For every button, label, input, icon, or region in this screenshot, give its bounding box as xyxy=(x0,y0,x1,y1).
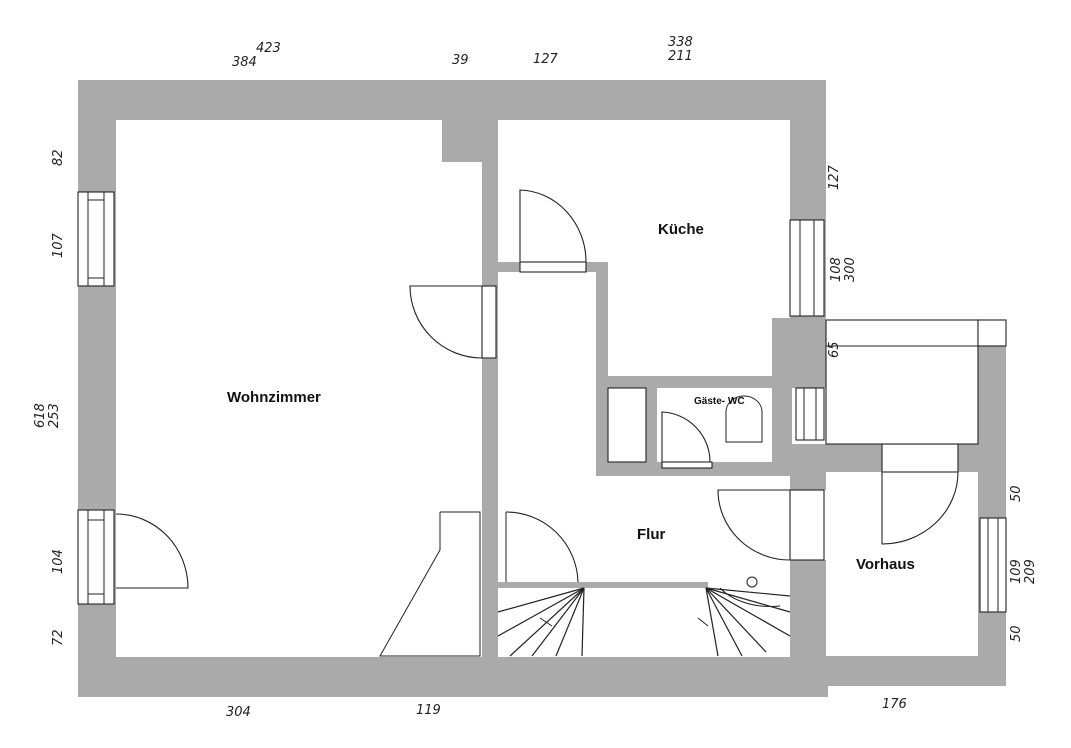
wall-kitchen-wc xyxy=(596,376,826,388)
wall-vorhaus-bottom xyxy=(826,656,1006,686)
door-vorhaus-top xyxy=(881,443,959,545)
door-kitchen xyxy=(519,189,587,273)
wall-vorhaus-left-upper xyxy=(790,472,826,490)
dim-right-2b: 300 xyxy=(843,257,858,282)
label-wohnzimmer: Wohnzimmer xyxy=(227,389,321,406)
dim-left-2: 107 xyxy=(51,232,66,258)
dim-bottom-2: 119 xyxy=(416,703,441,718)
dim-right-5a: 109 xyxy=(1009,559,1024,584)
toilet xyxy=(725,395,763,443)
window-kitchen xyxy=(789,219,825,317)
wall-vorhaus-left-lower xyxy=(790,560,826,660)
dimensions: 423 384 39 127 338 211 82 107 618 253 10… xyxy=(33,35,1038,720)
dim-top-2: 39 xyxy=(452,53,469,68)
dim-left-4: 104 xyxy=(51,549,66,574)
dim-bottom-3: 176 xyxy=(882,697,907,712)
window-wc xyxy=(795,387,825,441)
dim-bottom-1: 304 xyxy=(226,705,251,720)
window-vorhaus xyxy=(979,517,1007,613)
window-left-top xyxy=(77,191,115,287)
dim-right-2a: 108 xyxy=(829,257,844,282)
doors xyxy=(115,189,1007,657)
dim-left-5: 72 xyxy=(51,629,66,646)
window-left-bottom xyxy=(77,509,115,605)
label-gaeste-wc: Gäste- WC xyxy=(694,396,745,407)
label-flur: Flur xyxy=(637,526,665,543)
wall-right-lower xyxy=(978,346,1006,682)
dim-top-1a: 423 xyxy=(256,41,281,56)
dim-top-4a: 338 xyxy=(668,35,693,50)
dim-left-3b: 253 xyxy=(47,403,62,428)
wall-wc-divider xyxy=(645,386,657,476)
door-wc xyxy=(661,411,713,469)
door-flur-vorhaus xyxy=(717,489,825,561)
wall-top xyxy=(78,80,824,120)
dim-right-1: 127 xyxy=(827,164,842,190)
windows xyxy=(77,191,1007,613)
wall-bottom xyxy=(78,657,828,697)
wall-wc-right-upper xyxy=(772,318,826,388)
dim-top-4b: 211 xyxy=(668,49,693,64)
dim-right-4: 50 xyxy=(1009,485,1024,502)
dim-top-1b: 384 xyxy=(232,55,257,70)
dim-left-1: 82 xyxy=(51,149,66,166)
dim-right-5b: 209 xyxy=(1023,559,1038,584)
door-living xyxy=(409,285,497,359)
dim-left-3a: 618 xyxy=(33,403,48,428)
wall-living-flur xyxy=(482,118,498,658)
wall-wc-right xyxy=(772,386,792,476)
dim-right-6: 50 xyxy=(1009,625,1024,642)
wall-stair-top xyxy=(498,582,708,588)
annex-area xyxy=(825,319,979,445)
door-living-lower xyxy=(115,513,189,589)
dim-right-3: 65 xyxy=(827,341,842,358)
label-vorhaus: Vorhaus xyxy=(856,556,915,573)
annex-corner xyxy=(977,319,1007,347)
door-stair xyxy=(505,511,579,583)
wall-kitchen-inner xyxy=(596,262,608,476)
dim-top-3: 127 xyxy=(533,52,559,67)
living-fireplace xyxy=(379,511,481,657)
walls xyxy=(78,80,1006,697)
closet-wc xyxy=(607,387,647,463)
label-kueche: Küche xyxy=(658,221,704,238)
stairs xyxy=(497,576,791,657)
